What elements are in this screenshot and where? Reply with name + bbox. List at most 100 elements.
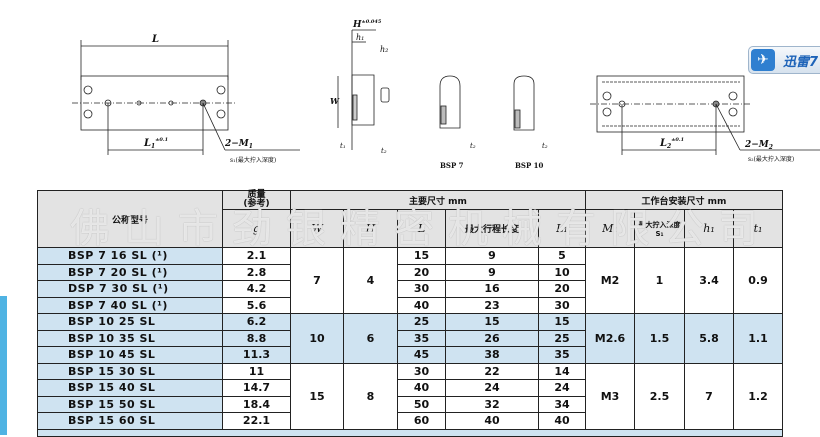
mass-cell: 14.7 [222,379,291,397]
model-cell: BSP 10 45 SL [37,346,223,364]
stroke-cell: 22 [445,362,539,380]
header-W: W [290,209,344,248]
L-cell: 30 [397,362,446,380]
mass-cell: 2.1 [222,247,291,265]
svg-text:L2±0.1: L2±0.1 [659,137,684,150]
H-cell: 6 [343,313,398,364]
svg-text:2−M1: 2−M1 [224,139,253,150]
mass-cell: 8.8 [222,329,291,347]
W-cell: 7 [290,247,344,314]
L1-cell: 40 [538,412,586,430]
mass-cell: 2.8 [222,263,291,281]
L-cell: 20 [397,263,446,281]
stroke-cell: 16 [445,280,539,298]
model-cell: BSP 10 25 SL [37,313,223,331]
H-cell: 8 [343,362,398,430]
L-cell: 15 [397,247,446,265]
h1-cell: 5.8 [684,313,734,364]
L1-cell: 20 [538,280,586,298]
header-mass-unit: g [222,209,291,248]
header-h1: h₁ [684,209,734,248]
header-stroke: 最大行程长度 [445,209,539,248]
stroke-cell: 32 [445,395,539,413]
model-cell: BSP 15 50 SL [37,395,223,413]
end-view-drawing: L2±0.1 2−M2 s₂(最大拧入深度) [590,75,820,163]
bsp7-section-drawing: BSP 7 t₂ [439,75,476,170]
mass-cell: 22.1 [222,412,291,430]
xunlei-logo[interactable]: ✈ 迅雷7 [748,46,820,74]
L1-cell: 14 [538,362,586,380]
model-cell: BSP 15 60 SL [37,412,223,430]
L1-cell: 15 [538,313,586,331]
mass-cell: 11.3 [222,346,291,364]
model-cell: BSP 7 40 SL (¹) [37,296,223,314]
header-s1: 最大拧入深度 S₁ [634,209,685,248]
L-cell: 30 [397,280,446,298]
svg-text:h₁: h₁ [356,33,364,42]
M1-cell: M2 [585,247,635,314]
L1-cell: 30 [538,296,586,314]
model-cell: DSP 7 30 SL (¹) [37,280,223,298]
t1-cell: 1.2 [733,362,783,430]
t1-cell: 1.1 [733,313,783,364]
technical-drawings: L L1±0.1 2−M1 s₁(最大拧入深度) H±0.045 h₁ h₂ W… [72,19,820,170]
s1-cell: 2.5 [634,362,685,430]
s1-cell: 1 [634,247,685,314]
model-cell: BSP 15 30 SL [37,362,223,380]
svg-text:2−M2: 2−M2 [744,140,773,151]
mass-cell: 4.2 [222,280,291,298]
model-cell: BSP 10 35 SL [37,329,223,347]
svg-text:h₂: h₂ [380,45,388,54]
svg-text:BSP 7: BSP 7 [440,161,464,170]
svg-text:H±0.045: H±0.045 [352,19,382,30]
L-cell: 60 [397,412,446,430]
header-table-dims: 工作台安装尺寸 mm [585,190,783,210]
spec-table: 公称型号 质量 (参考) 主要尺寸 mm 工作台安装尺寸 mm g W H L … [37,190,783,437]
header-main-dims: 主要尺寸 mm [290,190,586,210]
dim-L: L [151,34,159,45]
s1-cell: 1.5 [634,313,685,364]
M1-cell: M2.6 [585,313,635,364]
W-cell: 15 [290,362,344,430]
L-cell: 45 [397,346,446,364]
stroke-cell: 23 [445,296,539,314]
L-cell: 50 [397,395,446,413]
L1-cell: 34 [538,395,586,413]
stroke-cell: 24 [445,379,539,397]
header-model: 公称型号 [37,190,223,248]
header-M1: M₁ [585,209,635,248]
H-cell: 4 [343,247,398,314]
svg-text:BSP 10: BSP 10 [515,161,544,170]
L1-cell: 35 [538,346,586,364]
stroke-cell: 9 [445,263,539,281]
t1-cell: 0.9 [733,247,783,314]
bird-icon: ✈ [751,49,775,71]
header-mass: 质量 (参考) [222,190,291,210]
dim-L2: L [659,138,667,149]
L1-cell: 24 [538,379,586,397]
stroke-cell: 9 [445,247,539,265]
stroke-cell: 40 [445,412,539,430]
bsp10-section-drawing: BSP 10 t₂ [513,75,548,170]
M1-cell: M3 [585,362,635,430]
W-cell: 10 [290,313,344,364]
thread-label: 2−M [224,139,250,149]
L-cell: 25 [397,313,446,331]
h1-cell: 3.4 [684,247,734,314]
header-t1: t₁ [733,209,783,248]
L1-cell: 10 [538,263,586,281]
side-tab[interactable] [0,296,7,435]
mass-cell: 5.6 [222,296,291,314]
stroke-cell: 26 [445,329,539,347]
top-view-drawing: L L1±0.1 2−M1 s₁(最大拧入深度) [72,34,300,164]
model-cell: BSP 15 40 SL [37,379,223,397]
stroke-cell: 15 [445,313,539,331]
